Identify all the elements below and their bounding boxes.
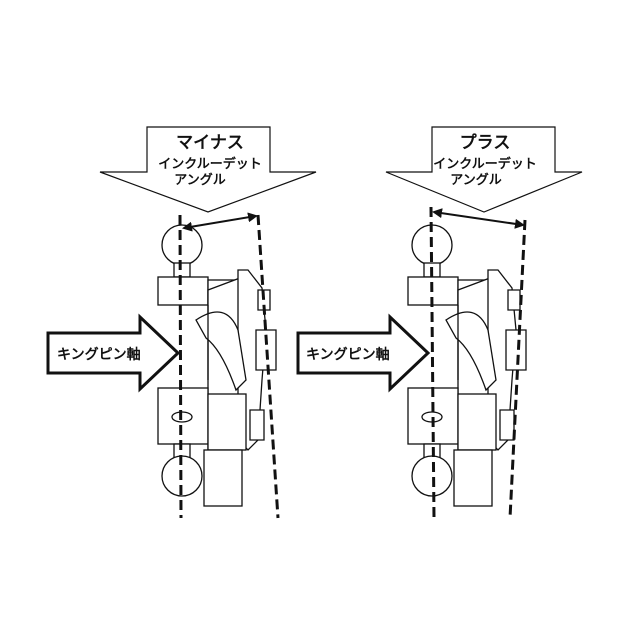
included-axis-line [256,214,280,519]
included-axis-line [508,219,527,519]
kingpin-axis-line [429,206,436,519]
header-subtitle-1: インクルーデット [158,156,262,172]
angle-dimension-arrow [432,208,525,229]
panel-minus: マイナス インクルーデット アングル [46,126,317,519]
angle-dimension-arrow [182,212,258,232]
axis-label: キングピン軸 [57,346,141,363]
header-subtitle-2: アングル [450,172,501,188]
lower-ball-joint [411,455,453,497]
upper-ball-joint [161,224,203,266]
kingpin-axis-line [178,214,183,519]
panel-plus: プラス インクルーデット アングル キングピン軸 [296,126,583,519]
header-arrow [385,126,583,213]
axis-label-arrow [296,313,431,393]
upper-arm-block [157,276,209,306]
header-subtitle-2: アングル [174,172,225,188]
upright-drawing [407,224,527,507]
header-arrow [99,126,317,213]
header-subtitle-1: インクルーデット [433,156,537,172]
upright-drawing [157,224,277,507]
header-title: マイナス [176,133,244,153]
axis-label: キングピン軸 [306,346,390,363]
axis-label-arrow [46,313,181,393]
header-title: プラス [460,132,511,153]
